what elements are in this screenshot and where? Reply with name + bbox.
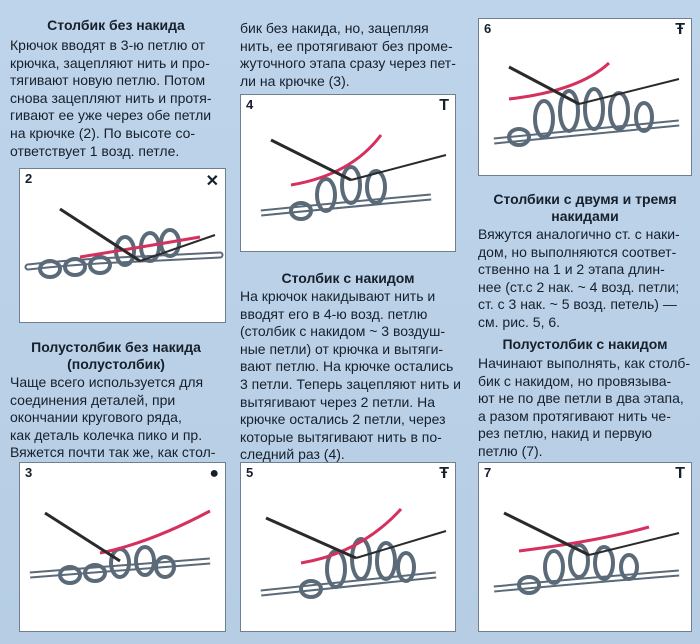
triple-treble-symbol-icon: Ŧ [675, 21, 685, 38]
figure-6: 6 Ŧ [478, 18, 692, 176]
double-treble-symbol-icon: Ŧ [439, 465, 449, 482]
heading-half-double-crochet: Полустолбик с накидом [502, 336, 668, 352]
crochet-illustration [493, 61, 680, 147]
heading-double-triple-crochet: Столбики с двумя и тремя накидами [493, 191, 677, 224]
text-continued: бик без накида, но, зацепляя нить, ее пр… [240, 20, 456, 89]
figure-3: 3 ● [19, 462, 226, 632]
figure-2: 2 ✕ [19, 168, 226, 323]
text-half-double-crochet: Начинают выполнять, как столб- бик с нак… [478, 355, 691, 459]
half-double-symbol-icon: T [675, 465, 685, 482]
figure-number: 3 [25, 465, 33, 480]
heading-double-crochet: Столбик с накидом [281, 270, 415, 286]
crochet-illustration [260, 134, 447, 221]
figure-5: 5 Ŧ [240, 462, 456, 632]
figure-4: 4 Т [240, 94, 456, 252]
heading-slip-stitch: Полустолбик без накида (полустолбик) [31, 339, 201, 372]
text-double-triple-crochet: Вяжутся аналогично ст. с наки- дом, но в… [478, 226, 680, 330]
figure-number: 4 [246, 97, 254, 112]
crochet-illustration [260, 507, 447, 599]
crochet-illustration [29, 509, 211, 585]
text-single-crochet: Крючок вводят в 3-ю петлю от крючка, зац… [10, 37, 212, 159]
slip-stitch-symbol-icon: ● [209, 465, 219, 482]
heading-single-crochet: Столбик без накида [47, 17, 185, 33]
double-crochet-symbol-icon: Т [439, 97, 449, 114]
figure-7: 7 T [478, 462, 692, 632]
figure-number: 2 [25, 171, 33, 186]
figure-number: 6 [484, 21, 492, 36]
single-crochet-symbol-icon: ✕ [205, 173, 219, 190]
figure-number: 7 [484, 465, 492, 480]
crochet-illustration [24, 207, 224, 279]
figure-number: 5 [246, 465, 254, 480]
text-slip-stitch: Чаще всего используется для соединения д… [10, 374, 216, 461]
text-double-crochet: На крючок накидывают нить и вводят его в… [240, 288, 461, 463]
crochet-illustration [493, 511, 680, 595]
